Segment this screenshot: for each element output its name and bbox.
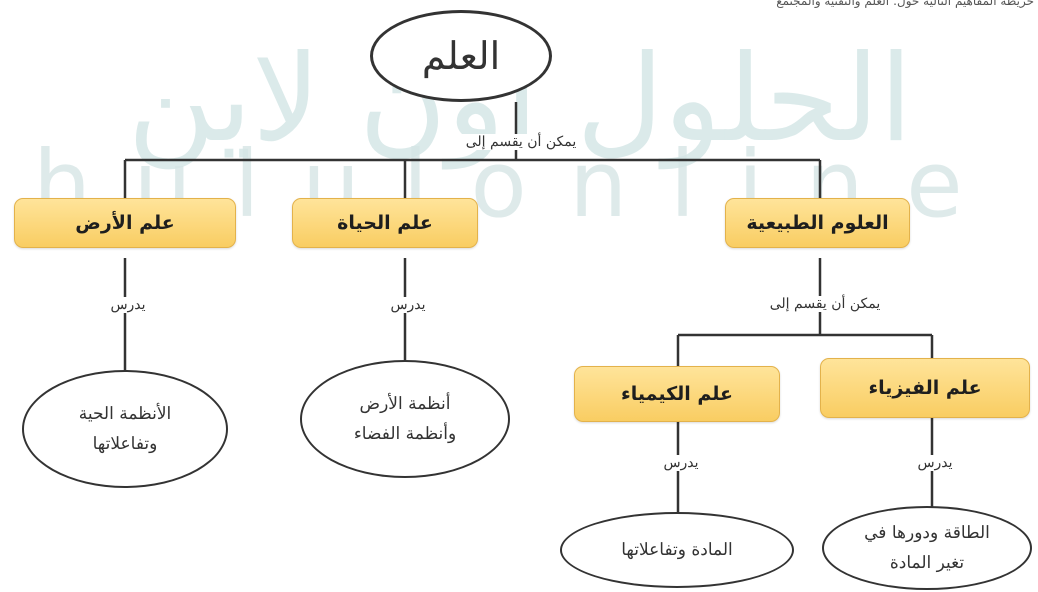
relation-label-earth: يدرس <box>100 297 156 313</box>
studies-oval-chemistry: المادة وتفاعلاتها <box>560 512 794 588</box>
relation-label-life: يدرس <box>380 297 436 313</box>
sub-branch-box-physics: علم الفيزياء <box>820 358 1030 418</box>
branch-box-life-science: علم الحياة <box>292 198 478 248</box>
relation-label-physics: يدرس <box>907 455 963 471</box>
studies-oval-physics: الطاقة ودورها في تغير المادة <box>822 506 1032 590</box>
relation-label-natural: يمكن أن يقسم إلى <box>752 296 898 312</box>
relation-label-root: يمكن أن يقسم إلى <box>458 134 584 150</box>
studies-oval-life: أنظمة الأرض وأنظمة الفضاء <box>300 360 510 478</box>
relation-label-chemistry: يدرس <box>653 455 709 471</box>
studies-oval-earth: الأنظمة الحية وتفاعلاتها <box>22 370 228 488</box>
sub-branch-box-chemistry: علم الكيمياء <box>574 366 780 422</box>
root-oval: العلم <box>370 10 552 102</box>
top-instruction-text: خريطة المفاهيم التالية حول: العلم والتقن… <box>776 0 1034 8</box>
branch-box-natural-sciences: العلوم الطبيعية <box>725 198 910 248</box>
branch-box-earth-science: علم الأرض <box>14 198 236 248</box>
